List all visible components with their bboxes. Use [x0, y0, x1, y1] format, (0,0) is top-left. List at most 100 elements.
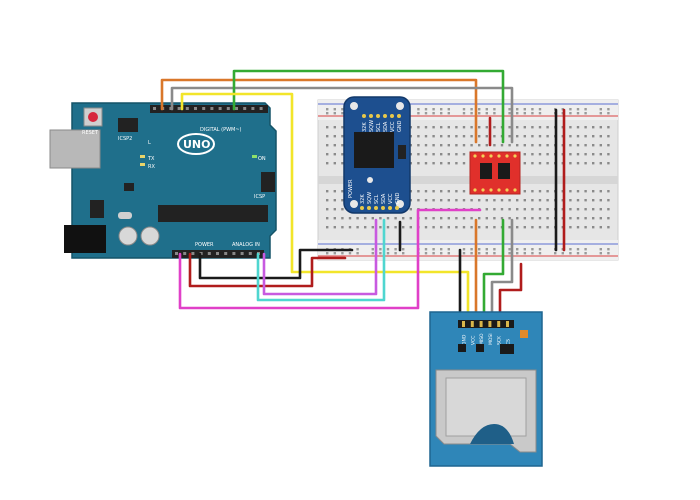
breadboard-hole: [440, 190, 443, 193]
breadboard-hole: [500, 199, 504, 202]
rtc-pin: [388, 206, 392, 210]
breadboard-hole: [546, 162, 549, 165]
breadboard-hole: [432, 144, 435, 147]
rtc-pin: [383, 114, 387, 118]
svg-text:UNO: UNO: [183, 138, 211, 151]
breadboard-hole: [508, 226, 511, 229]
breadboard-hole: [478, 108, 481, 111]
breadboard-hole: [538, 208, 542, 211]
breadboard-hole: [341, 162, 344, 165]
breadboard-hole: [341, 135, 344, 138]
breadboard-hole: [508, 208, 511, 211]
rtc-pin-label: GND: [395, 192, 401, 204]
breadboard-hole: [417, 126, 420, 129]
breadboard-hole: [333, 217, 336, 220]
rtc-pin: [362, 114, 366, 118]
breadboard-hole: [470, 112, 473, 115]
breadboard-hole: [607, 112, 610, 115]
breadboard-hole: [569, 252, 572, 255]
rtc-pin-label: SCL: [374, 194, 380, 204]
breadboard-hole: [523, 248, 526, 251]
rtc-pin-label: 32K: [360, 194, 366, 204]
rtc-power-label: POWER: [348, 179, 354, 198]
breadboard-hole: [584, 226, 587, 229]
breadboard-hole: [447, 199, 450, 202]
breadboard-hole: [576, 153, 580, 156]
header-pin: [251, 107, 255, 110]
breadboard-hole: [341, 199, 344, 202]
breadboard-hole: [440, 162, 443, 165]
rtc-pin: [390, 114, 394, 118]
breadboard-hole: [523, 217, 526, 220]
breadboard-hole: [341, 190, 344, 193]
breadboard-hole: [569, 190, 572, 193]
header-pin: [207, 252, 211, 255]
breadboard-hole: [493, 217, 496, 220]
breadboard-hole: [424, 153, 428, 156]
breadboard-hole: [462, 153, 466, 156]
breadboard-hole: [500, 217, 504, 220]
breadboard-hole: [607, 226, 610, 229]
breadboard-hole: [508, 126, 511, 129]
breadboard-hole: [576, 162, 580, 165]
breadboard-hole: [409, 153, 412, 156]
breadboard-hole: [341, 226, 344, 229]
breadboard-hole: [485, 144, 488, 147]
breadboard-hole: [462, 248, 466, 251]
breadboard-hole: [394, 248, 397, 251]
breadboard-hole: [607, 208, 610, 211]
breadboard-hole: [409, 217, 412, 220]
breadboard-hole: [432, 217, 435, 220]
breadboard-hole: [538, 248, 542, 251]
breadboard-hole: [462, 162, 466, 165]
breadboard-hole: [599, 217, 602, 220]
breadboard-hole: [607, 190, 610, 193]
breadboard-hole: [546, 135, 549, 138]
breadboard-hole: [561, 108, 564, 111]
breadboard-hole: [531, 112, 534, 115]
breadboard-hole: [478, 126, 481, 129]
breadboard-hole: [432, 226, 435, 229]
breadboard-hole: [440, 217, 443, 220]
breadboard-hole: [531, 252, 534, 255]
breadboard-hole: [424, 199, 428, 202]
header-pin: [153, 107, 156, 110]
breadboard-hole: [599, 226, 602, 229]
breadboard-hole: [394, 217, 397, 220]
breadboard-hole: [478, 112, 481, 115]
breadboard-hole: [546, 199, 549, 202]
breadboard-hole: [455, 190, 458, 193]
breadboard-hole: [607, 108, 610, 111]
breadboard-hole: [592, 162, 595, 165]
breadboard-hole: [417, 199, 420, 202]
breadboard-hole: [569, 126, 572, 129]
breadboard-hole: [576, 252, 580, 255]
breadboard-hole: [424, 126, 428, 129]
breadboard-hole: [607, 162, 610, 165]
breadboard-hole: [333, 108, 336, 111]
breadboard-hole: [531, 126, 534, 129]
breadboard-hole: [386, 248, 390, 251]
breadboard-hole: [326, 112, 329, 115]
breadboard-hole: [333, 144, 336, 147]
breadboard-hole: [584, 190, 587, 193]
breadboard-hole: [523, 199, 526, 202]
breadboard-hole: [523, 162, 526, 165]
breadboard-hole: [607, 135, 610, 138]
breadboard-hole: [485, 135, 488, 138]
rtc-pin-label: SCL: [376, 122, 382, 132]
breadboard-hole: [607, 126, 610, 129]
breadboard-hole: [326, 162, 329, 165]
breadboard-hole: [333, 252, 336, 255]
breadboard-hole: [576, 112, 580, 115]
rtc-bottom-pins: [360, 206, 399, 210]
breadboard-hole: [531, 217, 534, 220]
breadboard-hole: [576, 144, 580, 147]
breadboard-hole: [569, 162, 572, 165]
breadboard-hole: [599, 162, 602, 165]
breadboard-hole: [493, 248, 496, 251]
sd-pin: [506, 321, 509, 327]
breadboard-hole: [447, 112, 450, 115]
svg-text:RX: RX: [148, 164, 155, 170]
